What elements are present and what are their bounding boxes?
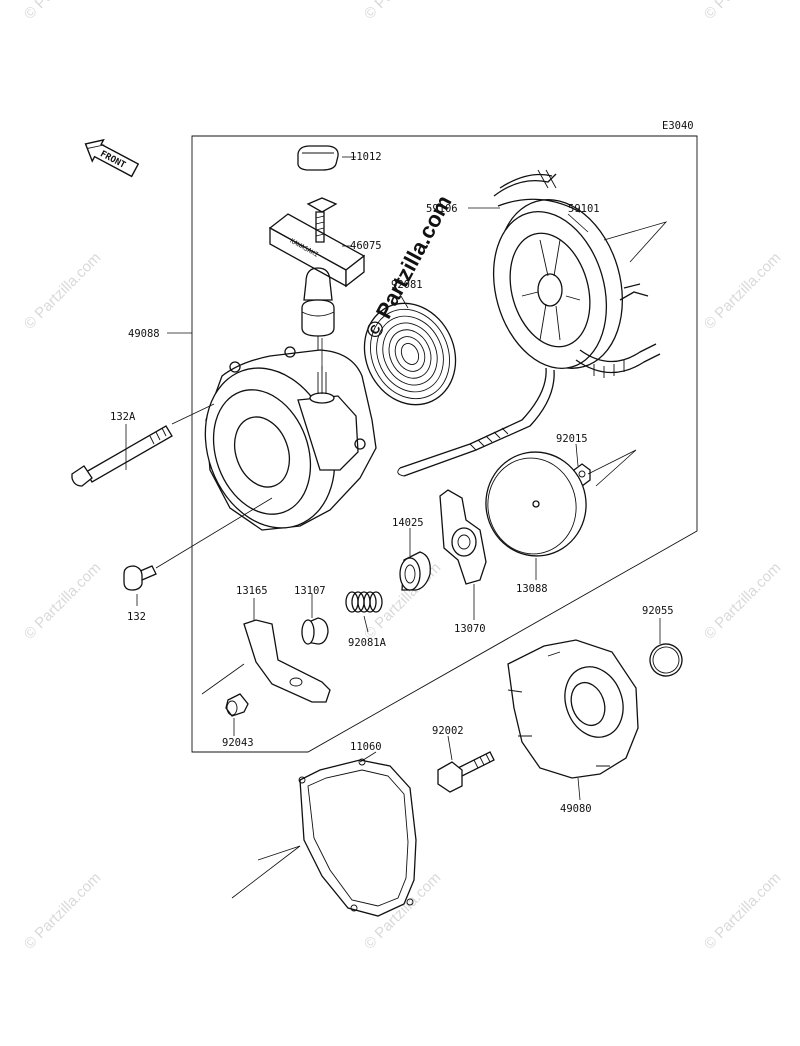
bushing-14025-shape bbox=[399, 551, 431, 591]
rope-59106-shape bbox=[397, 169, 557, 477]
gasket-11060-shape bbox=[298, 758, 417, 917]
housing-49088-shape bbox=[204, 346, 377, 531]
spring-92081a-shape bbox=[345, 591, 383, 613]
part-label-59101[interactable]: 59101 bbox=[568, 203, 600, 215]
part-label-92081a[interactable]: 92081A bbox=[348, 637, 387, 649]
part-label-11012[interactable]: 11012 bbox=[350, 151, 382, 163]
part-label-132[interactable]: 132 bbox=[127, 611, 146, 623]
cap-11012-shape bbox=[297, 145, 339, 171]
front-arrow-icon: FRONT bbox=[84, 138, 140, 178]
part-label-92081[interactable]: 92081 bbox=[391, 279, 423, 291]
part-label-59106[interactable]: 59106 bbox=[426, 203, 458, 215]
part-label-92043[interactable]: 92043 bbox=[222, 737, 254, 749]
bolt-132a-shape bbox=[71, 425, 173, 487]
watermark-text: © Partzilla.com bbox=[21, 869, 104, 952]
watermark-text: © Partzilla.com bbox=[701, 559, 784, 642]
pin-92043-shape bbox=[225, 693, 249, 717]
watermark-text: © Partzilla.com bbox=[701, 0, 784, 23]
part-label-132a[interactable]: 132A bbox=[110, 411, 136, 423]
watermark-text: © Partzilla.com bbox=[21, 559, 104, 642]
part-label-14025[interactable]: 14025 bbox=[392, 517, 424, 529]
assembly-outline bbox=[191, 135, 698, 753]
part-label-49080[interactable]: 49080 bbox=[560, 803, 592, 815]
part-label-92002[interactable]: 92002 bbox=[432, 725, 464, 737]
part-label-46075[interactable]: 46075 bbox=[350, 240, 382, 252]
plate-13088-shape bbox=[485, 451, 587, 557]
handle-46075-shape: KAWASAKI bbox=[268, 197, 366, 368]
watermark-text: © Partzilla.com bbox=[701, 869, 784, 952]
watermark-text: © Partzilla.com bbox=[361, 0, 444, 23]
bolt-132-shape bbox=[123, 565, 157, 591]
oring-92055-shape bbox=[649, 643, 683, 677]
watermark-text: © Partzilla.com bbox=[701, 249, 784, 332]
watermark-text: © Partzilla.com bbox=[21, 249, 104, 332]
part-label-13088[interactable]: 13088 bbox=[516, 583, 548, 595]
pawl-13165-shape bbox=[243, 619, 331, 703]
part-label-11060[interactable]: 11060 bbox=[350, 741, 382, 753]
part-label-13070[interactable]: 13070 bbox=[454, 623, 486, 635]
diagram-code: E3040 bbox=[662, 120, 694, 132]
collar-13107-shape bbox=[301, 617, 329, 645]
part-label-92055[interactable]: 92055 bbox=[642, 605, 674, 617]
spiral-spring-92081-shape bbox=[363, 302, 457, 406]
center-watermark: © Partzilla.com bbox=[360, 191, 456, 342]
part-label-13107[interactable]: 13107 bbox=[294, 585, 326, 597]
bolt-92002-shape bbox=[437, 751, 495, 793]
part-labels: 11012 46075 49088 92081 59106 59101 132A… bbox=[110, 151, 674, 815]
part-label-92015[interactable]: 92015 bbox=[556, 433, 588, 445]
leader-lines bbox=[125, 156, 668, 899]
drum-49080-shape bbox=[507, 639, 639, 779]
part-label-49088[interactable]: 49088 bbox=[128, 328, 160, 340]
part-label-13165[interactable]: 13165 bbox=[236, 585, 268, 597]
watermark-text: © Partzilla.com bbox=[21, 0, 104, 23]
reel-59101-shape bbox=[492, 198, 661, 378]
ratchet-13070-shape bbox=[439, 489, 487, 585]
